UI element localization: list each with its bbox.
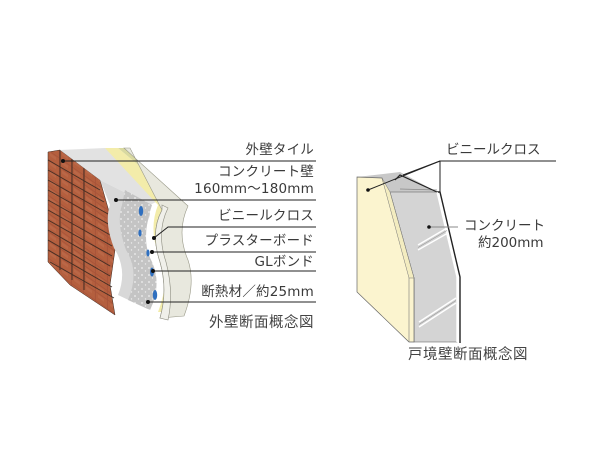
label-party-concrete-thickness: 約200mm bbox=[478, 235, 544, 251]
exterior-concrete-top bbox=[60, 148, 170, 205]
exterior-wall-section bbox=[47, 147, 316, 321]
label-exterior-tile: 外壁タイル bbox=[245, 142, 314, 158]
gl-bond-dabs bbox=[138, 206, 158, 300]
caption-party-wall-section: 戸境壁断面概念図 bbox=[408, 347, 528, 363]
party-wall-section bbox=[356, 160, 556, 343]
label-party-vinyl-cloth: ビニールクロス bbox=[446, 142, 541, 158]
label-party-concrete: コンクリート bbox=[464, 218, 545, 234]
label-plasterboard: プラスターボード bbox=[204, 233, 314, 249]
label-concrete-wall: コンクリート壁 bbox=[218, 164, 314, 180]
label-gl-bond: GLボンド bbox=[254, 254, 314, 270]
label-concrete-thickness: 160mm～180mm bbox=[194, 181, 314, 197]
label-insulation: 断熱材／約25mm bbox=[201, 284, 314, 300]
label-vinyl-cloth: ビニールクロス bbox=[218, 208, 314, 224]
caption-exterior-wall-section: 外壁断面概念図 bbox=[209, 315, 314, 331]
